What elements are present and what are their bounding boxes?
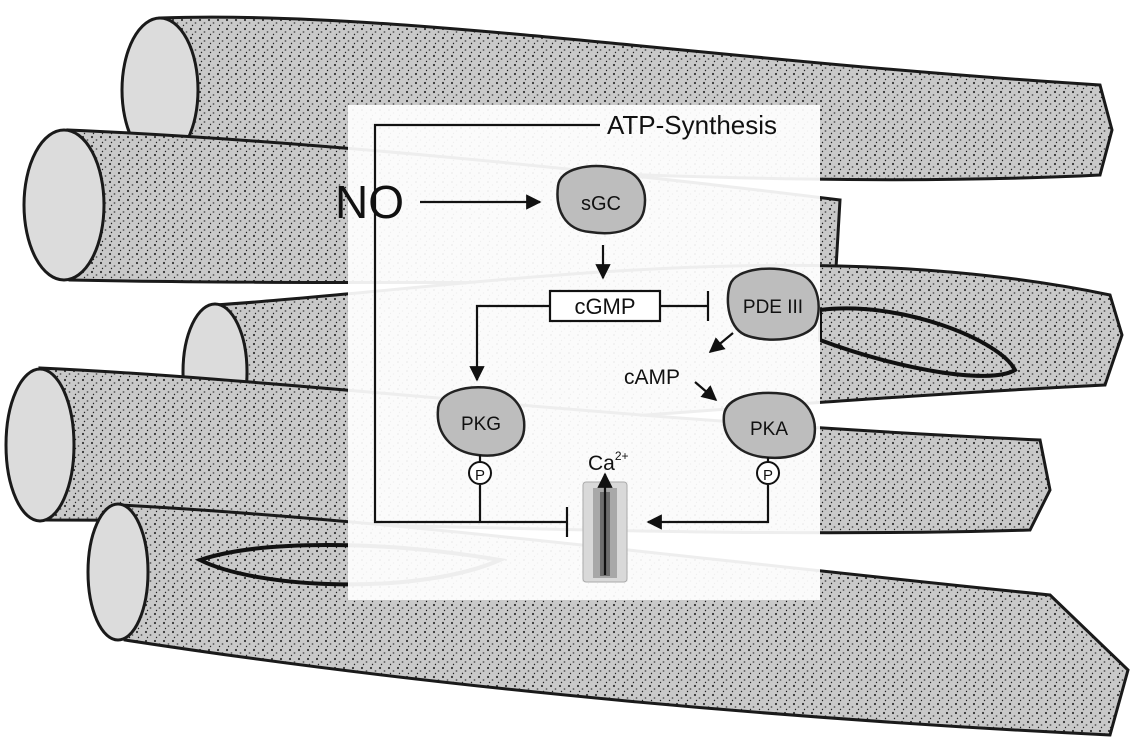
pde3-enzyme: PDE III <box>728 269 819 340</box>
pka-enzyme: PKA <box>724 393 815 458</box>
pkg-label: PKG <box>461 414 501 435</box>
pka-label: PKA <box>750 419 788 440</box>
pkg-phospho-label: P <box>475 467 485 484</box>
sgc-label: sGC <box>581 193 621 215</box>
pkg-enzyme: PKG <box>438 387 524 455</box>
pde3-label: PDE III <box>743 297 803 318</box>
calcium-symbol: Ca <box>588 452 615 475</box>
cgmp-label: cGMP <box>574 294 635 319</box>
calcium-channel <box>583 474 627 582</box>
sgc-enzyme: sGC <box>557 166 644 233</box>
atp-synthesis-label: ATP-Synthesis <box>607 110 777 140</box>
calcium-charge: 2+ <box>615 449 629 463</box>
pka-phospho-label: P <box>763 467 773 484</box>
camp-label: cAMP <box>624 366 680 389</box>
no-label: NO <box>335 176 404 228</box>
cgmp-box: cGMP <box>550 291 660 321</box>
